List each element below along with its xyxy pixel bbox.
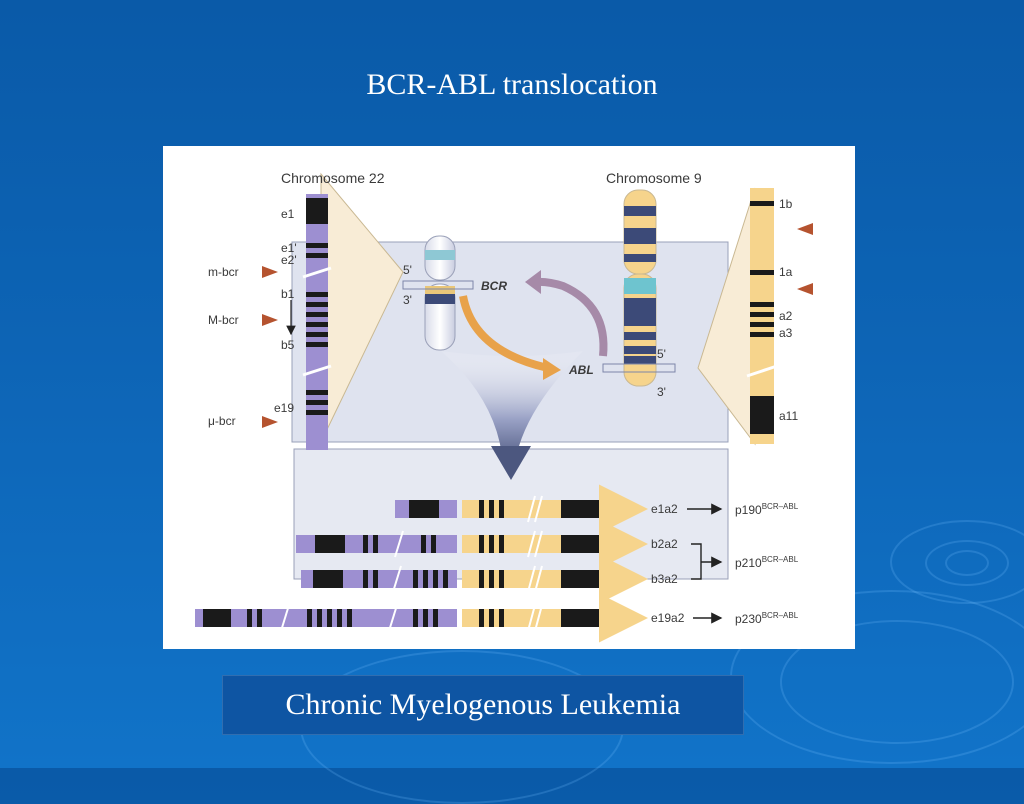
M-bcr-marker <box>262 314 278 326</box>
chr22-5prime: 5' <box>403 263 412 277</box>
merge-funnel <box>441 351 583 464</box>
breakpoint-label-mu-bcr: μ-bcr <box>208 414 236 428</box>
chromosome9-label: Chromosome 9 <box>606 170 702 186</box>
exon-label-b5: b5 <box>281 338 295 352</box>
abl-exon-a2: a2 <box>779 309 793 323</box>
abl-to-bcr-arrowhead <box>525 270 541 294</box>
abl-breakpoint-marker <box>797 283 813 295</box>
abl-breakpoint-marker <box>797 223 813 235</box>
protein-p210: p210BCR–ABL <box>735 555 799 570</box>
exon-label-e1prime: e1' <box>281 241 297 255</box>
abl-exon-1a: 1a <box>779 265 793 279</box>
slide-title: BCR-ABL translocation <box>366 68 658 101</box>
m-bcr-marker <box>262 266 278 278</box>
abl-exon-1b: 1b <box>779 197 793 211</box>
chr9-5prime: 5' <box>657 347 666 361</box>
breakpoint-label-m-bcr: m-bcr <box>208 265 239 279</box>
abl-to-bcr-arrow <box>534 277 608 357</box>
exon-label-e19: e19 <box>274 401 294 415</box>
bcr-to-abl-arrowhead <box>543 358 561 380</box>
abl-exon-a3: a3 <box>779 326 793 340</box>
chromosome9 <box>602 189 676 387</box>
chr9-exon-map <box>746 188 778 444</box>
mu-bcr-marker <box>262 416 278 428</box>
bcr-to-abl-arrow <box>459 295 549 372</box>
chromosome22 <box>402 235 474 351</box>
water-ripple-decoration <box>925 540 1009 586</box>
down-arrow <box>491 446 531 480</box>
bcr-abl-diagram: Chromosome 22 Chromosome 9 e1 e1' e2' b1… <box>195 170 813 643</box>
exon-label-e2prime: e2' <box>281 253 297 267</box>
chr22-exon-map <box>302 194 332 450</box>
chr22-3prime: 3' <box>403 293 412 307</box>
protein-p190: p190BCR–ABL <box>735 502 799 517</box>
abl-gene-label: ABL <box>568 363 594 377</box>
exon-label-b1: b1 <box>281 287 295 301</box>
junction-e19a2: e19a2 <box>651 611 685 625</box>
abl-exon-a11: a11 <box>779 409 798 423</box>
bcr-abl-figure: Chromosome 22 Chromosome 9 e1 e1' e2' b1… <box>163 146 855 649</box>
fusion-transcript-b3a2 <box>301 554 648 604</box>
water-ripple-decoration <box>780 620 1014 744</box>
junction-b3a2: b3a2 <box>651 572 678 586</box>
water-ripple-decoration <box>945 550 989 576</box>
breakpoint-label-M-bcr: M-bcr <box>208 313 239 327</box>
junction-b2a2: b2a2 <box>651 537 678 551</box>
fusion-transcript-e19a2 <box>195 593 648 643</box>
chr9-3prime: 3' <box>657 385 666 399</box>
protein-p230: p230BCR–ABL <box>735 611 799 626</box>
fusion-transcript-b2a2 <box>296 519 648 569</box>
fusion-transcript-e1a2 <box>395 484 648 534</box>
chromosome22-label: Chromosome 22 <box>281 170 385 186</box>
bcr-gene-label: BCR <box>481 279 507 293</box>
caption-box: Chronic Myelogenous Leukemia <box>222 675 744 735</box>
junction-e1a2: e1a2 <box>651 502 678 516</box>
caption-text: Chronic Myelogenous Leukemia <box>285 688 681 721</box>
exon-label-e1: e1 <box>281 207 295 221</box>
